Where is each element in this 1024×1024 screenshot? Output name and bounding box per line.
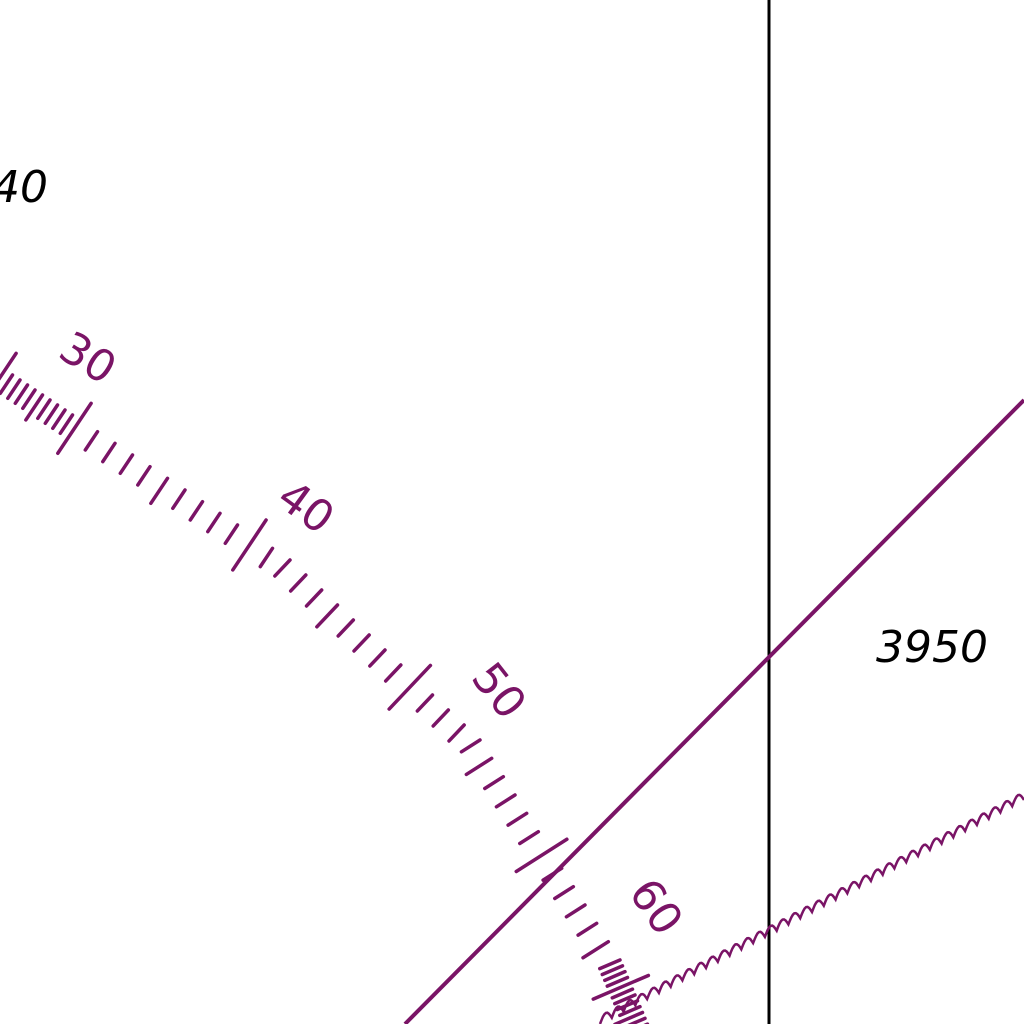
scale-minor-tick [136,464,152,487]
scale-minor-tick [149,476,170,506]
scale-minor-tick [605,975,630,988]
scale-minor-tick [483,774,506,791]
scale-minor-tick [447,723,466,743]
scale-major-tick [387,663,433,711]
scale-minor-tick [627,1016,647,1024]
scale-minor-tick [459,738,482,754]
scale-minor-tick [101,441,117,464]
scale-minor-tick [518,829,541,846]
scale-minor-tick [43,403,60,426]
scale-minor-tick [368,648,387,668]
scale-minor-tick [603,969,627,983]
cable-area-wavy-line [598,793,1024,1024]
scale-minor-tick [581,939,611,960]
scale-minor-tick [615,999,640,1012]
scale-minor-tick [618,1004,642,1018]
scale-minor-tick [258,546,275,569]
scale-minor-tick [553,884,576,901]
scale-minor-tick [506,811,529,827]
scale-minor-tick [564,903,587,919]
scale-minor-tick [51,408,67,431]
scale-minor-tick [206,511,222,534]
scale-label-30: 30 [50,322,125,395]
scale-minor-tick [598,958,622,971]
scale-minor-tick [58,413,75,436]
scale-label-60: 60 [619,870,693,945]
scale-minor-tick [118,453,135,476]
scale-minor-tick [83,429,100,452]
distance-scale-ticks [0,351,651,1024]
scale-label-40: 40 [268,470,343,544]
scale-minor-tick [21,388,37,411]
scale-minor-tick [464,756,494,777]
scale-minor-tick [273,558,292,578]
depth-label-right: 3950 [876,622,988,673]
scale-minor-tick [188,499,205,522]
scale-minor-tick [600,964,625,977]
scale-label-50: 50 [461,653,536,729]
scale-minor-tick [288,573,308,593]
scale-minor-tick [315,603,340,629]
scale-major-tick [0,351,18,381]
scale-major-tick [231,518,268,572]
scale-major-tick [591,973,651,1001]
scale-major-tick [514,837,569,874]
route-line [403,398,1024,1024]
scale-minor-tick [171,488,187,511]
scale-minor-tick [383,663,403,683]
scale-minor-tick [336,618,356,638]
scale-minor-tick [613,1010,645,1024]
scale-minor-tick [6,378,22,401]
scale-minor-tick [24,393,45,422]
scale-minor-tick [494,793,517,809]
scale-minor-tick [431,708,451,728]
scale-minor-tick [352,633,371,653]
scale-minor-tick [0,373,15,396]
scale-minor-tick [13,383,30,406]
scale-minor-tick [223,523,240,546]
scale-minor-tick [304,588,324,608]
scale-minor-tick [36,398,52,421]
scale-minor-tick [415,693,435,713]
scale-minor-tick [541,866,564,882]
scale-minor-tick [576,921,599,937]
scale-minor-tick [610,987,635,1000]
scale-major-tick [56,401,93,456]
depth-label-left: 40 [0,162,48,213]
scale-minor-tick [613,993,637,1006]
